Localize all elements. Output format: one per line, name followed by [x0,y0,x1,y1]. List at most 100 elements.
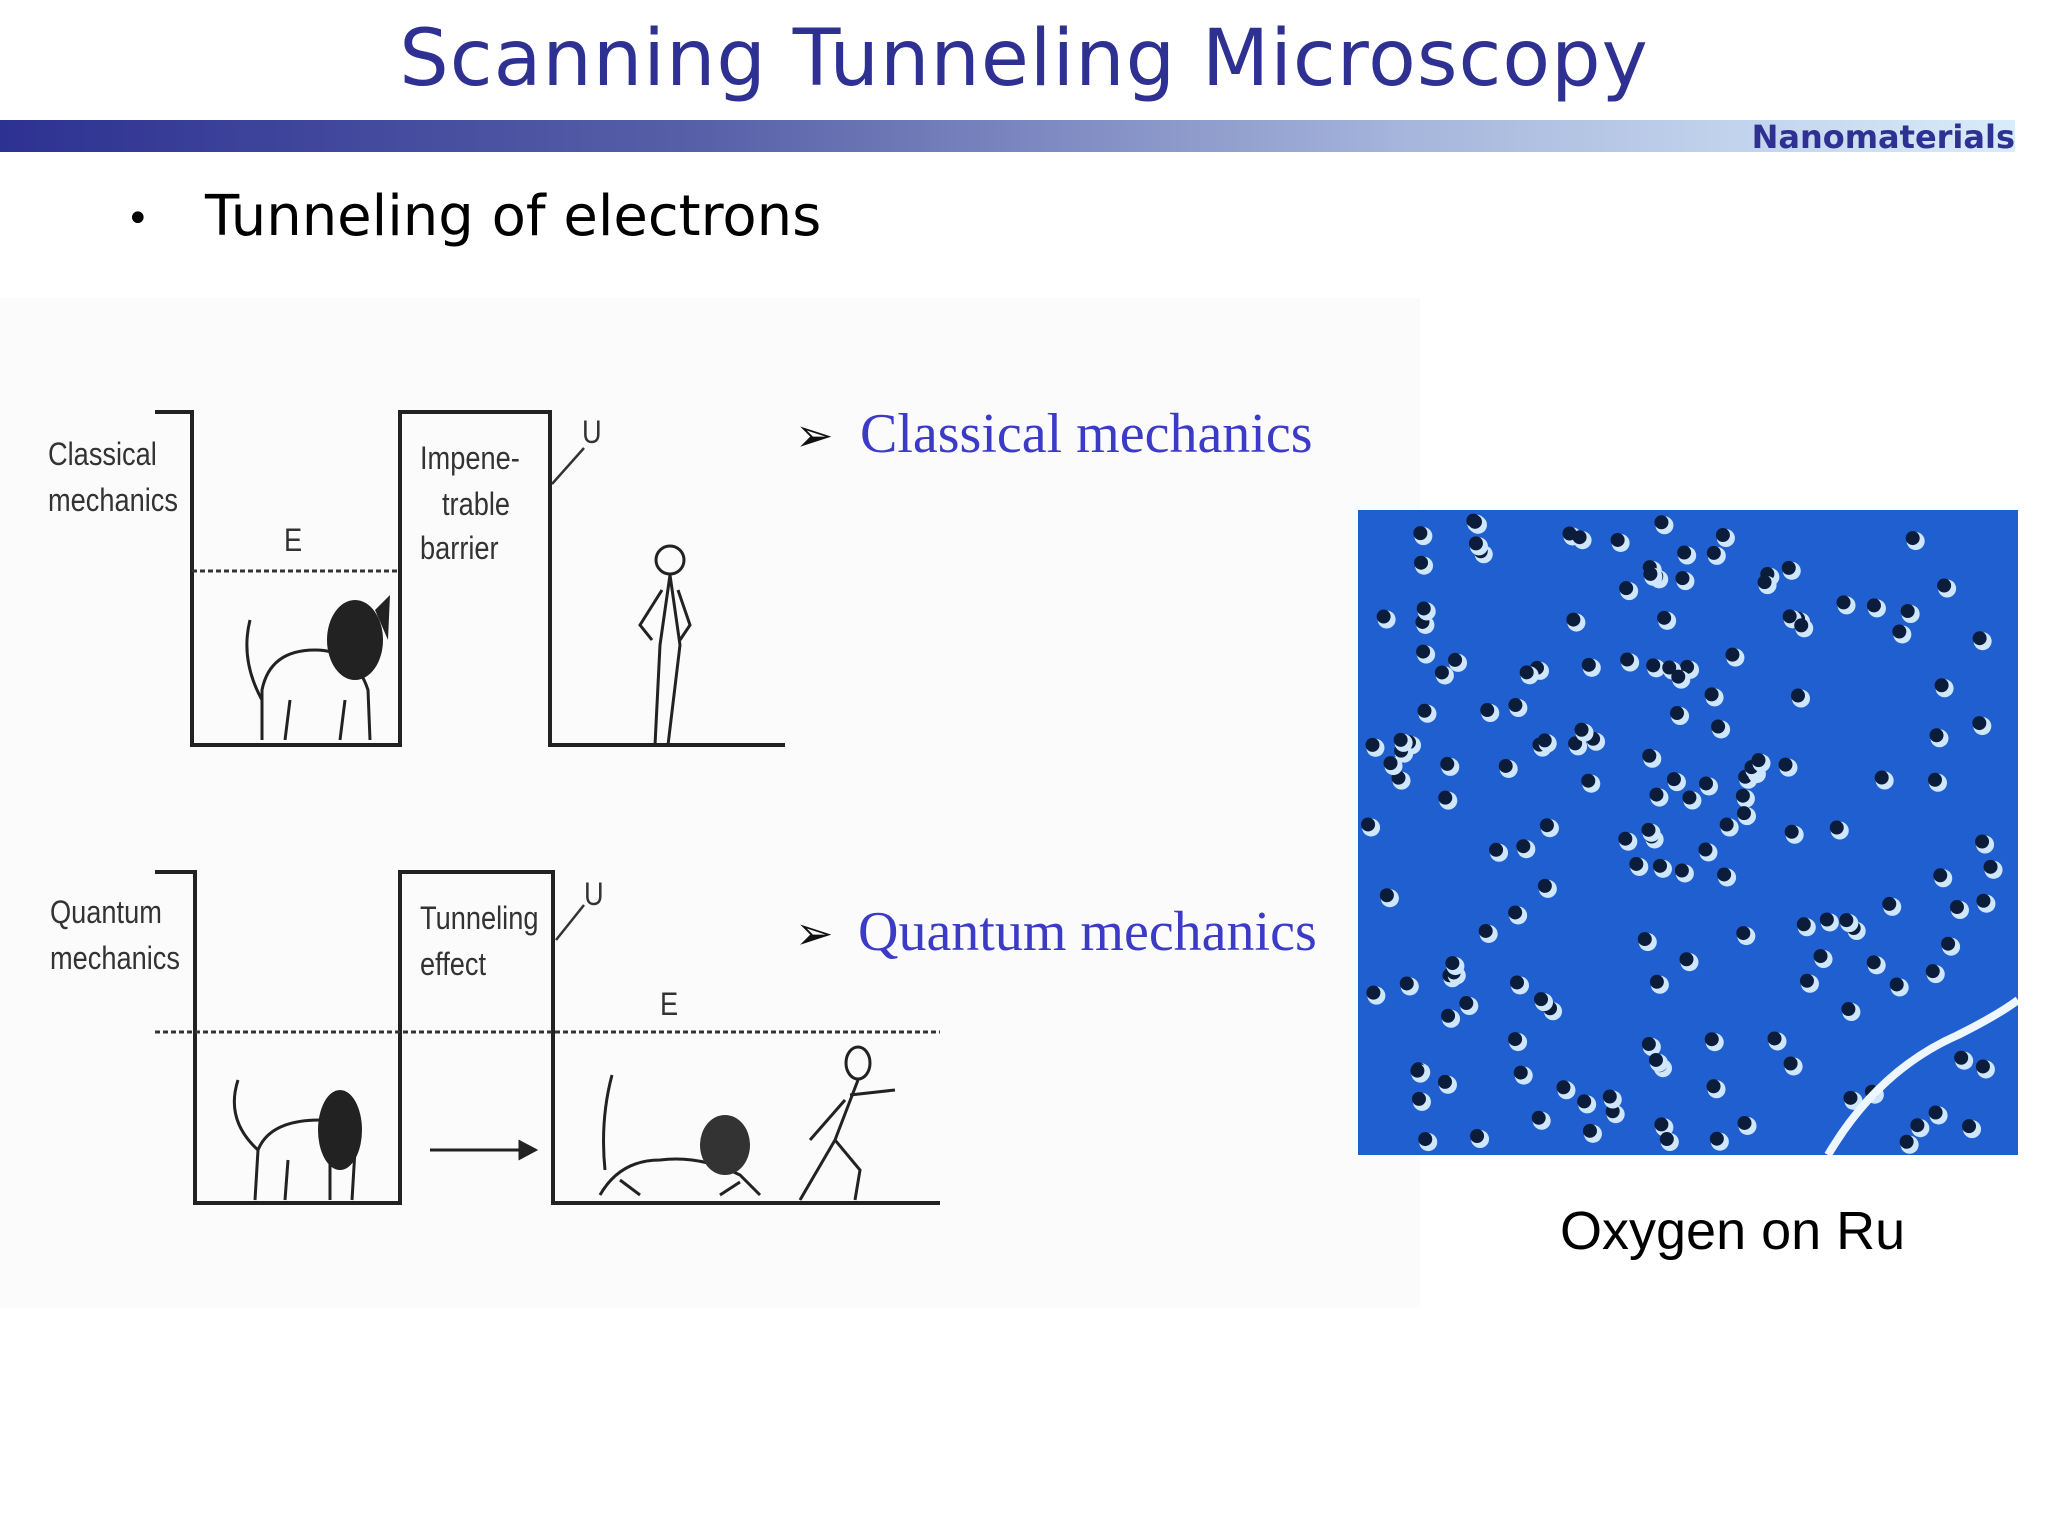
stm-spot [1411,1091,1426,1106]
stm-spot [1641,1037,1656,1052]
stm-spot [1962,1119,1977,1134]
stm-spot [1972,716,1987,731]
stm-spot [1662,660,1677,675]
stm-spot [1531,1110,1546,1125]
header-gradient-band [0,120,2015,152]
stm-spot [1715,528,1730,543]
stm-spot [1393,732,1408,747]
quantum-energy-label: E [660,986,679,1022]
bullet-text: Tunneling of electrons [205,184,822,249]
stm-spot [1925,964,1940,979]
stm-spot [1410,1063,1425,1078]
stm-spot [1646,658,1661,673]
stm-spot [1666,772,1681,787]
stm-spot [1654,515,1669,530]
stm-spot [1905,531,1920,546]
stm-spot [1874,770,1889,785]
stm-spot [1537,878,1552,893]
stm-step-edge [1824,996,2018,1155]
stm-spot [1366,985,1381,1000]
stm-spot [1829,820,1844,835]
stm-spot [1717,867,1732,882]
stm-spot [1379,888,1394,903]
stm-spot [1767,1031,1782,1046]
stm-spot [1489,842,1504,857]
stm-spot [1516,839,1531,854]
stm-spot [1841,1002,1856,1017]
stm-spot [1618,831,1633,846]
stm-spot [1568,736,1583,751]
stm-spot [1649,974,1664,989]
stm-spot [1790,688,1805,703]
stm-spot [1581,773,1596,788]
stm-spot [1602,1089,1617,1104]
stm-spot [1649,787,1664,802]
stm-spot [1534,992,1549,1007]
stm-spot [1361,817,1376,832]
transition-arrow [430,1139,539,1161]
stm-spot [1682,790,1697,805]
quantum-u-label: U [584,876,604,912]
stm-spot [1414,555,1429,570]
stm-spot [1784,824,1799,839]
barrier-label-line2: trable [442,486,511,522]
stm-spot [1937,578,1952,593]
stm-spot [1641,822,1656,837]
stm-spot [1737,1115,1752,1130]
stm-spot [1929,728,1944,743]
stm-spot [1928,1105,1943,1120]
stm-spot [1448,652,1463,667]
stm-spot [1751,753,1766,768]
stm-spot [1975,1059,1990,1074]
stm-spot [1648,1052,1663,1067]
quantum-lion-mane [318,1090,362,1170]
stm-spot [1735,788,1750,803]
classical-energy-label: E [284,522,303,558]
stm-spot [1972,631,1987,646]
image-caption: Oxygen on Ru [1560,1201,1906,1261]
barrier-label-line1: Impene- [420,440,520,476]
bullet-icon: • [126,196,150,242]
stm-spot [1706,545,1721,560]
stm-spot [1719,817,1734,832]
quantum-mechanics-heading: Quantum mechanics [858,901,1317,963]
stm-spot [1416,601,1431,616]
stm-spot [1882,896,1897,911]
classical-u-pointer [551,447,585,485]
quantum-label-line1: Quantum [50,894,162,930]
stm-dots [1361,513,2018,1155]
stm-spot [1778,757,1793,772]
stm-spot [1437,1074,1452,1089]
stm-spot [1781,560,1796,575]
tunneling-label-line2: effect [420,946,487,982]
stm-spot [1839,913,1854,928]
stm-spot [1928,772,1943,787]
stm-spot [1418,1132,1433,1147]
stm-spot [1674,863,1689,878]
stm-spot [1704,687,1719,702]
stm-spot [1813,949,1828,964]
quantum-u-pointer [555,904,585,941]
stm-spot [1581,657,1596,672]
stm-spot [1783,1056,1798,1071]
stm-spot [1459,996,1474,1011]
stm-spot [1519,665,1534,680]
stm-spot [1365,737,1380,752]
running-man-figure [798,1045,896,1201]
stm-spot [1498,758,1513,773]
stm-spot [1941,936,1956,951]
stm-spot [1725,647,1740,662]
stm-spot [1652,858,1667,873]
stm-spot [1440,756,1455,771]
stm-spot [1657,610,1672,625]
classical-arrow-icon: ➢ [795,408,834,462]
stm-spot [1699,776,1714,791]
stm-spot [1698,842,1713,857]
stm-spot [1539,818,1554,833]
lion-mane [327,595,390,680]
stm-spot [1643,566,1658,581]
stm-spot [1934,678,1949,693]
stm-spot [1949,900,1964,915]
stm-spot [1933,868,1948,883]
stm-spot [1478,923,1493,938]
